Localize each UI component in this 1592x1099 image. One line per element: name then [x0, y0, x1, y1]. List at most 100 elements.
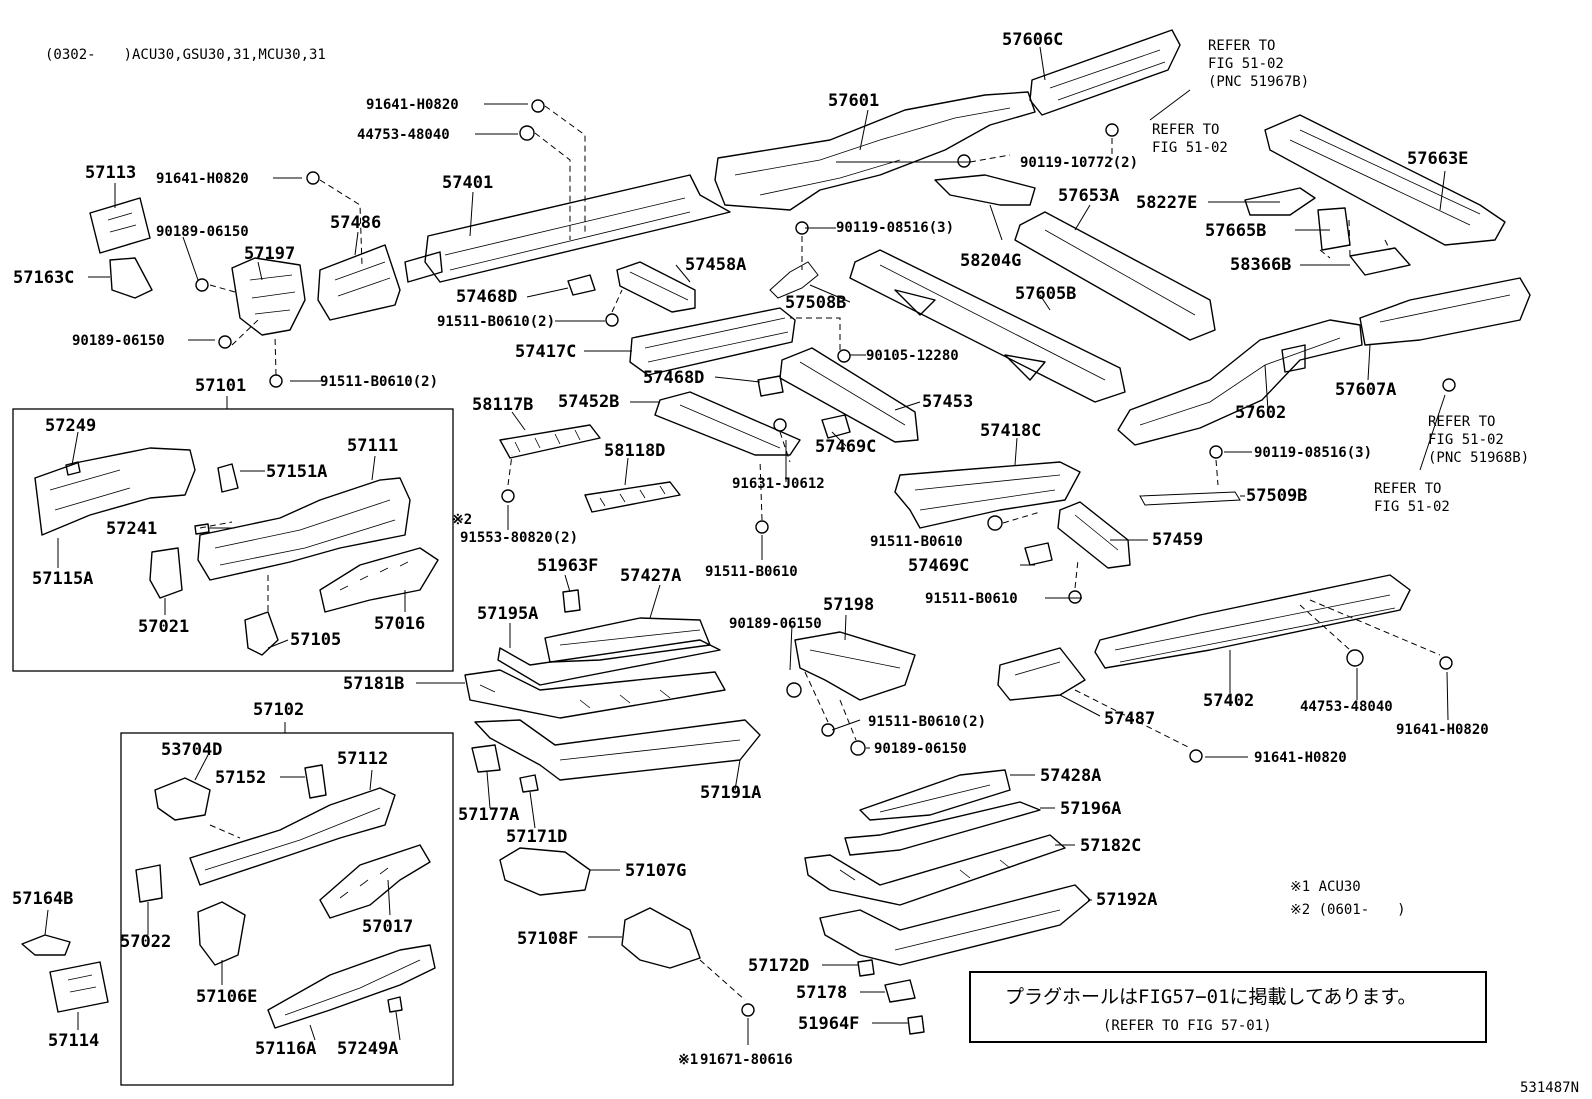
label-57116A: 57116A	[255, 1039, 316, 1059]
label-57022: 57022	[120, 932, 171, 952]
label-57418C: 57418C	[980, 421, 1041, 441]
part-58227E	[1244, 187, 1316, 216]
label-57665B: 57665B	[1205, 221, 1266, 241]
label-90189-06150-b: 90189-06150	[72, 333, 165, 349]
label-51964F: 51964F	[798, 1014, 859, 1034]
part-58366B	[1349, 247, 1411, 276]
part-53704D	[154, 777, 211, 821]
part-57192A	[819, 884, 1091, 966]
label-57606C: 57606C	[1002, 30, 1063, 50]
refer-4-line-1: REFER TO	[1374, 481, 1441, 497]
label-58227E: 58227E	[1136, 193, 1197, 213]
label-57602: 57602	[1235, 403, 1286, 423]
label-57452B: 57452B	[558, 392, 619, 412]
part-labels: 57606C 57601 91641-H0820 44753-48040 574…	[12, 30, 1489, 1068]
label-57428A: 57428A	[1040, 766, 1101, 786]
assembly-lines	[199, 105, 1441, 1001]
refer-note-2: REFER TO FIG 51-02	[1152, 122, 1228, 156]
label-57171D: 57171D	[506, 827, 567, 847]
part-57182C	[804, 834, 1066, 906]
label-57177A: 57177A	[458, 805, 519, 825]
label-57172D: 57172D	[748, 956, 809, 976]
label-57468D-a: 57468D	[456, 287, 517, 307]
part-57016	[319, 547, 439, 613]
label-57108F: 57108F	[517, 929, 578, 949]
part-57428A	[859, 769, 1011, 821]
refer-3-line-1: REFER TO	[1428, 414, 1495, 430]
refer-2-line-2: FIG 51-02	[1152, 140, 1228, 156]
footnote-2: ※2 (0601- )	[1290, 902, 1406, 918]
label-57197: 57197	[244, 244, 295, 264]
part-57114	[49, 961, 109, 1013]
refer-1-line-3: (PNC 51967B)	[1208, 74, 1309, 90]
label-57181B: 57181B	[343, 674, 404, 694]
refer-note-1: REFER TO FIG 51-02 (PNC 51967B)	[1208, 38, 1309, 90]
label-91511-B0610-c: 91511-B0610	[925, 591, 1018, 607]
leader-lines	[44, 46, 1449, 1045]
refer-1-line-1: REFER TO	[1208, 38, 1275, 54]
part-57107G	[499, 847, 591, 896]
refer-note-4: REFER TO FIG 51-02	[1374, 481, 1450, 515]
label-91553-80820: 91553-80820(2)	[460, 530, 578, 546]
label-57198: 57198	[823, 595, 874, 615]
mark-star2-91553: ※2	[452, 512, 472, 528]
label-90189-06150-d: 90189-06150	[874, 741, 967, 757]
label-57249A: 57249A	[337, 1039, 398, 1059]
part-57606C	[1029, 29, 1181, 116]
refer-1-line-2: FIG 51-02	[1208, 56, 1284, 72]
part-57602	[1117, 319, 1363, 446]
part-57469C-lower	[1024, 542, 1053, 566]
label-57115A: 57115A	[32, 569, 93, 589]
refer-3-line-2: FIG 51-02	[1428, 432, 1504, 448]
label-57105: 57105	[290, 630, 341, 650]
part-57508B	[769, 261, 819, 299]
group-label-57101: 57101	[195, 376, 246, 396]
mark-star1-91671: ※1	[678, 1052, 698, 1068]
part-57106E	[197, 901, 246, 966]
notice-english: (REFER TO FIG 57-01)	[1103, 1018, 1272, 1034]
label-90105-12280: 90105-12280	[866, 348, 959, 364]
label-90119-08516-b: 90119-08516(3)	[1254, 445, 1372, 461]
label-91641-H0820-b: 91641-H0820	[156, 171, 249, 187]
part-57017	[319, 844, 431, 919]
label-44753-48040-b: 44753-48040	[1300, 699, 1393, 715]
group-box-57102	[120, 732, 454, 1086]
label-91641-H0820-c: 91641-H0820	[1396, 722, 1489, 738]
part-57022	[135, 864, 163, 903]
label-57509B: 57509B	[1246, 486, 1307, 506]
fastener-glyphs	[195, 99, 1456, 1017]
label-57653A: 57653A	[1058, 186, 1119, 206]
label-57663E: 57663E	[1407, 149, 1468, 169]
part-57113	[89, 197, 151, 254]
label-57182C: 57182C	[1080, 836, 1141, 856]
part-57468D-upper	[567, 274, 596, 296]
part-57181B	[464, 669, 726, 719]
part-57172D	[857, 959, 875, 977]
label-57017: 57017	[362, 917, 413, 937]
part-57195A	[497, 639, 721, 686]
label-57016: 57016	[374, 614, 425, 634]
part-57164B	[21, 934, 71, 956]
part-57249	[65, 461, 81, 476]
part-57665B	[1317, 207, 1351, 251]
part-57152	[304, 764, 327, 799]
label-57427A: 57427A	[620, 566, 681, 586]
label-57192A: 57192A	[1096, 890, 1157, 910]
group-label-57102: 57102	[253, 700, 304, 720]
label-57605B: 57605B	[1015, 284, 1076, 304]
label-57163C: 57163C	[13, 268, 74, 288]
refer-note-3: REFER TO FIG 51-02 (PNC 51968B)	[1428, 414, 1529, 466]
part-57111	[197, 477, 411, 581]
label-53704D: 53704D	[161, 740, 222, 760]
label-58117B: 58117B	[472, 395, 533, 415]
part-57116A	[267, 944, 436, 1029]
label-57487: 57487	[1104, 709, 1155, 729]
label-44753-48040-a: 44753-48040	[357, 127, 450, 143]
label-90189-06150-c: 90189-06150	[729, 616, 822, 632]
label-58118D: 58118D	[604, 441, 665, 461]
part-57418C	[894, 461, 1081, 529]
refer-3-line-3: (PNC 51968B)	[1428, 450, 1529, 466]
part-57458A	[616, 261, 696, 313]
part-57468D-lower	[757, 375, 784, 397]
part-57241	[194, 523, 210, 535]
